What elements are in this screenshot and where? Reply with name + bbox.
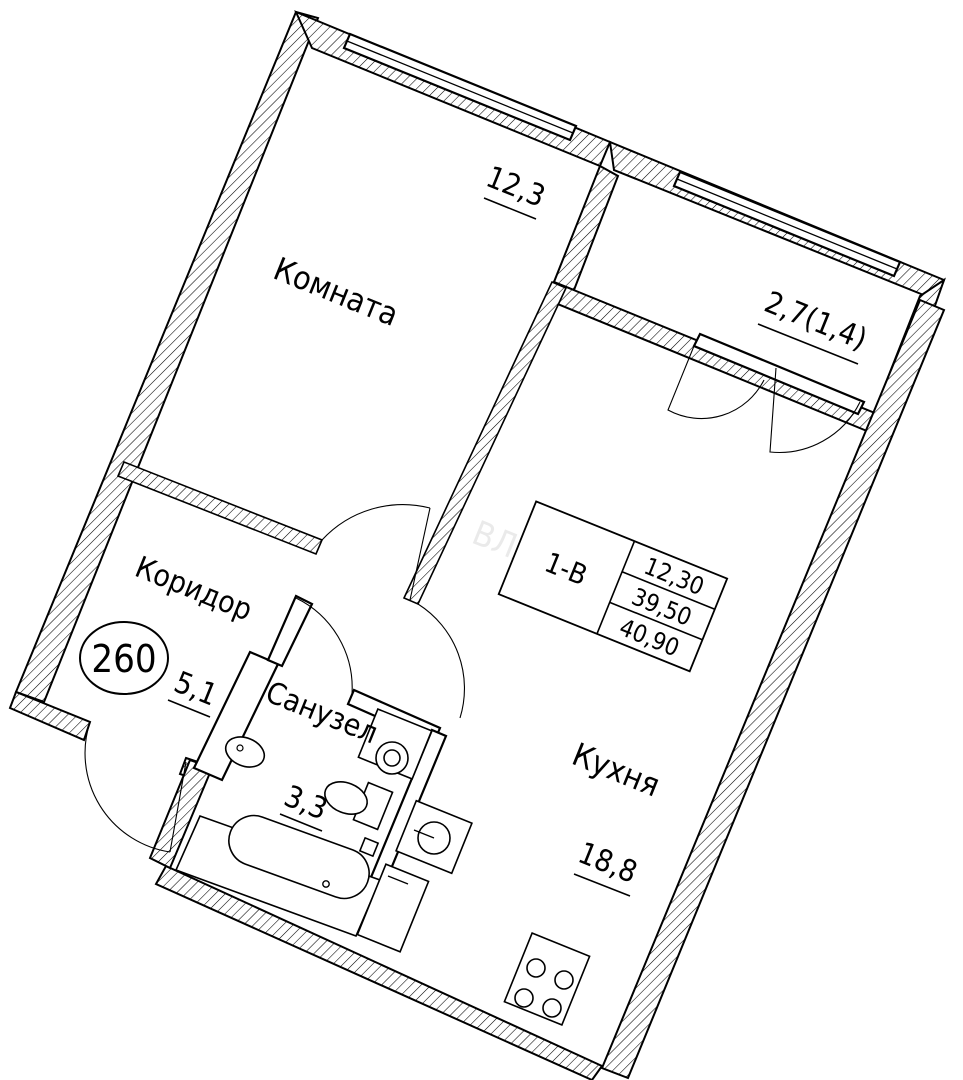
apartment-number-badge: 260 bbox=[79, 621, 169, 695]
kitchen-sink bbox=[395, 799, 473, 875]
bathroom-name: Санузел bbox=[261, 675, 383, 751]
bath-door-swing bbox=[295, 597, 353, 695]
stove bbox=[503, 932, 591, 1026]
toilet bbox=[324, 781, 394, 831]
room-name: Комната bbox=[268, 250, 403, 334]
doors bbox=[84, 345, 861, 853]
bathtub bbox=[174, 814, 382, 938]
bottom-wall bbox=[154, 864, 604, 1080]
kitchen-bath-partition bbox=[266, 594, 314, 668]
room-door-swing bbox=[321, 504, 431, 541]
corridor-bottom-wall bbox=[8, 690, 92, 742]
kitchen-right-wall bbox=[600, 298, 946, 1080]
kitchen-area: 18,8 bbox=[573, 836, 642, 891]
dishwasher bbox=[356, 836, 430, 953]
corridor-area: 5,1 bbox=[169, 665, 222, 714]
room-area: 12,3 bbox=[481, 160, 550, 215]
apartment-number: 260 bbox=[91, 637, 156, 681]
left-wall bbox=[14, 10, 320, 704]
balcony-left-wall bbox=[552, 164, 620, 292]
balcony-door-left-swing bbox=[667, 345, 765, 420]
kitchen-name: Кухня bbox=[567, 735, 665, 804]
balcony-door-frame bbox=[692, 332, 866, 416]
room-corridor-partition bbox=[116, 460, 324, 556]
kitchen-top-wall bbox=[546, 280, 894, 440]
outer-walls bbox=[8, 10, 946, 1080]
washing-machine bbox=[357, 707, 433, 781]
spec-table: 1-В 12,30 39,50 40,90 bbox=[497, 500, 729, 673]
wash-basin bbox=[224, 736, 266, 768]
entry-door-swing bbox=[84, 721, 171, 853]
bathroom-area: 3,3 bbox=[279, 779, 332, 828]
balcony-door-right-swing bbox=[769, 367, 861, 454]
corridor-name: Коридор bbox=[130, 550, 257, 628]
partitions bbox=[116, 280, 568, 936]
kitchen-door-swing bbox=[417, 603, 465, 719]
